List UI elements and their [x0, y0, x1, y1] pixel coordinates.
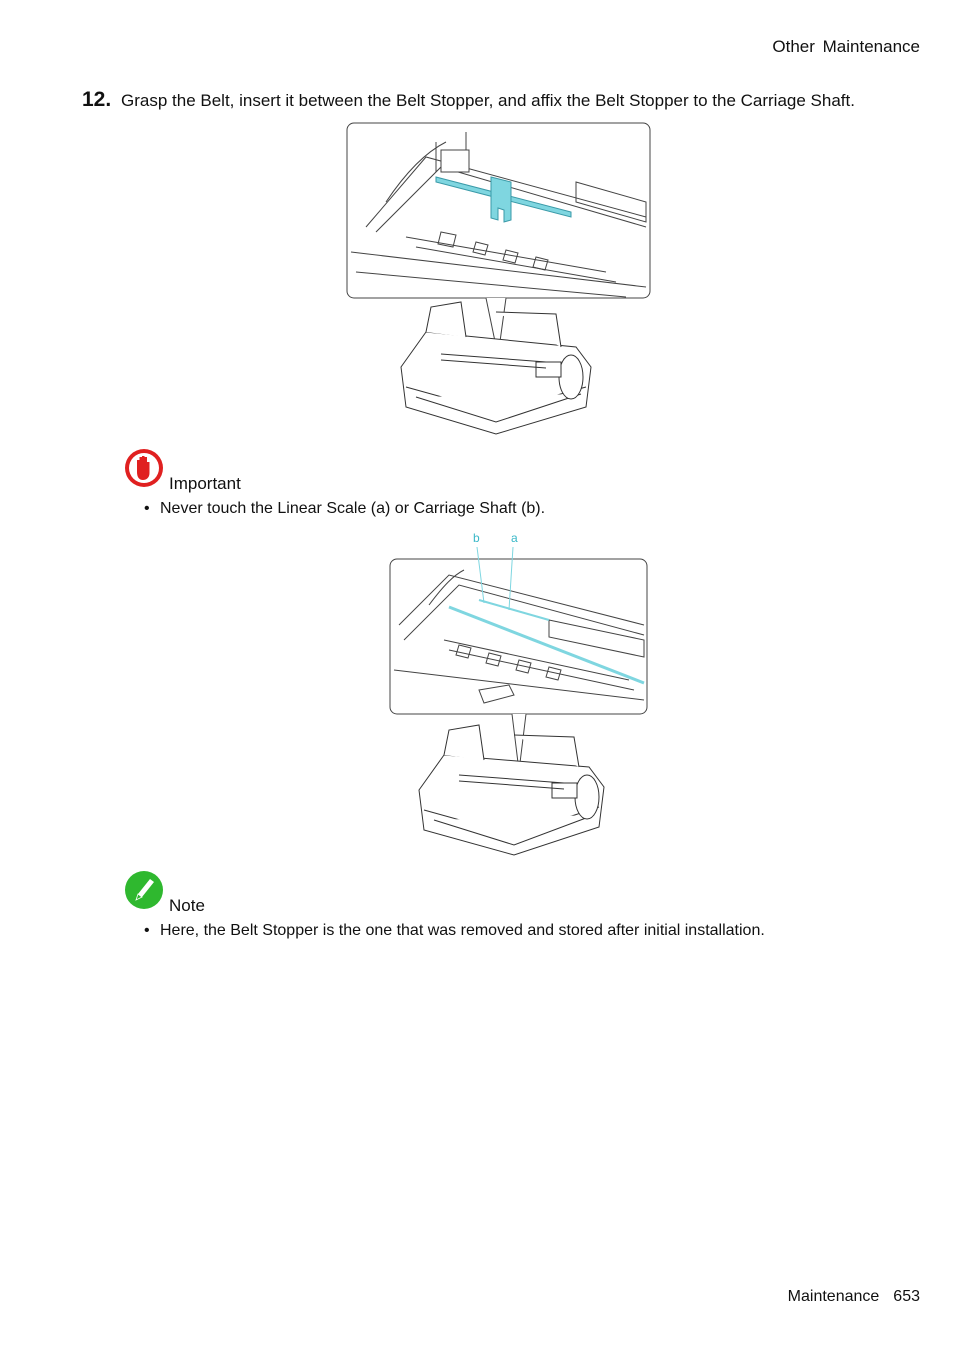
- belt-stopper-illustration: [346, 122, 651, 435]
- note-item: •Here, the Belt Stopper is the one that …: [144, 922, 765, 939]
- important-title: Important: [169, 474, 241, 493]
- important-item: •Never touch the Linear Scale (a) or Car…: [144, 500, 546, 517]
- step-number: 12.: [82, 88, 112, 111]
- linear-scale-illustration: [389, 546, 648, 856]
- note-pencil-icon: [125, 871, 163, 909]
- note-item-text: Here, the Belt Stopper is the one that w…: [160, 922, 765, 939]
- footer-section: Maintenance: [787, 1288, 880, 1305]
- important-hand-icon: [125, 449, 163, 487]
- page-number: 653: [893, 1288, 920, 1305]
- important-item-text: Never touch the Linear Scale (a) or Carr…: [160, 500, 546, 517]
- step-text: Grasp the Belt, insert it between the Be…: [121, 91, 855, 110]
- note-title: Note: [169, 896, 205, 915]
- page-footer: Maintenance 653: [788, 1288, 920, 1306]
- running-header: Other Maintenance: [772, 37, 920, 56]
- figure2-label-a: a: [511, 531, 518, 545]
- figure2-label-b: b: [473, 531, 480, 545]
